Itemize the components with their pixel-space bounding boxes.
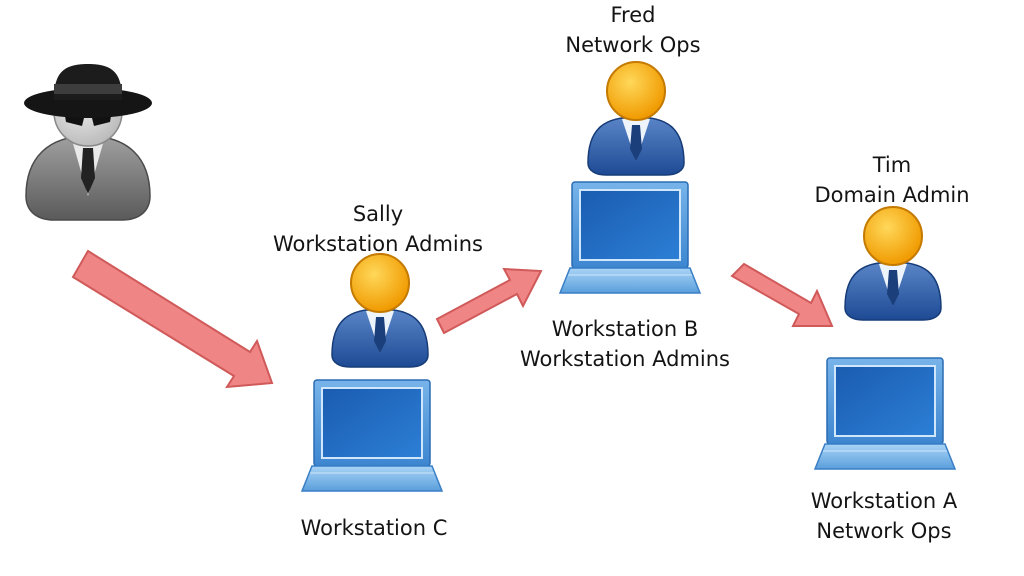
arrow-sally-to-fred	[435, 267, 543, 335]
user-icon	[331, 253, 429, 368]
user-group: Network Ops	[565, 33, 701, 57]
user-name: Sally	[352, 202, 404, 226]
computer-group: Network Ops	[816, 519, 952, 543]
computer-group: Workstation Admins	[520, 347, 730, 371]
user-icon	[587, 61, 685, 176]
user-group: Workstation Admins	[273, 232, 483, 256]
computer-name: Workstation C	[300, 516, 448, 540]
user-label-tim: Tim Domain Admin	[762, 150, 1022, 210]
user-group: Domain Admin	[814, 183, 970, 207]
computer-label-workstation-a: Workstation A Network Ops	[754, 486, 1014, 546]
laptop-icon	[814, 357, 956, 470]
computer-name: Workstation A	[810, 489, 958, 513]
computer-label-workstation-c: Workstation C	[244, 513, 504, 543]
user-name: Fred	[610, 3, 656, 27]
spy-hacker-icon	[24, 64, 152, 221]
user-label-sally: Sally Workstation Admins	[248, 199, 508, 259]
user-name: Tim	[872, 153, 912, 177]
arrow-attacker-to-sally	[71, 249, 274, 389]
computer-label-workstation-b: Workstation B Workstation Admins	[495, 314, 755, 374]
arrow-fred-to-tim	[730, 262, 834, 327]
user-label-fred: Fred Network Ops	[503, 0, 763, 60]
user-icon	[844, 206, 942, 321]
laptop-icon	[559, 181, 701, 294]
computer-name: Workstation B	[551, 317, 699, 341]
laptop-icon	[301, 379, 443, 492]
